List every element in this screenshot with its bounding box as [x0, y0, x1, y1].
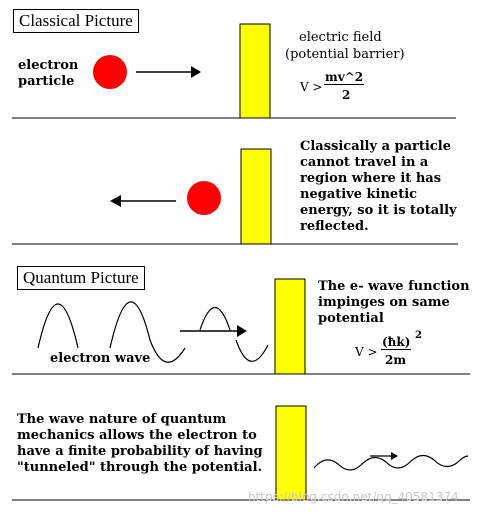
arrow-left-icon [110, 195, 176, 207]
arrow-right-icon [180, 325, 247, 337]
tunneled-wave-curve [313, 454, 469, 471]
formula-quantum-lhs: V > [355, 345, 378, 359]
classical-picture-title: Classical Picture [13, 9, 139, 33]
wave-function-text-line2: impinges on same [318, 295, 450, 310]
formula-classical-numerator: mv^2 [324, 70, 365, 85]
tunnel-text-line2: mechanics allows the electron to [17, 428, 257, 443]
quantum-picture-title: Quantum Picture [17, 266, 145, 290]
arrow-right-icon [370, 452, 398, 460]
reflected-text-line1: Classically a particle [300, 139, 451, 154]
electron-particle-1 [93, 55, 127, 89]
tunnel-text-line3: have a finite probability of having [17, 444, 263, 459]
electron-particle-label-line1: electron [18, 58, 79, 73]
electron-wave-curve [37, 301, 269, 363]
potential-barrier-1 [239, 23, 271, 119]
potential-barrier-3 [274, 278, 306, 375]
electric-field-label-line2: (potential barrier) [285, 47, 405, 62]
reflected-text-line4: negative kinetic [300, 187, 418, 202]
reflected-text-line2: cannot travel in a [300, 155, 429, 170]
wave-function-text-line1: The e- wave function [318, 279, 470, 294]
electric-field-label-line1: electric field [299, 30, 382, 45]
electron-particle-label-line2: particle [18, 74, 75, 89]
potential-barrier-4 [275, 405, 307, 501]
reflected-text-line3: region where it has [300, 171, 442, 186]
formula-quantum-numerator: (ħk) [381, 335, 412, 350]
reflected-text-line6: reflected. [300, 219, 369, 234]
formula-quantum-denominator: 2m [385, 353, 407, 367]
wave-function-text-line3: potential [318, 311, 384, 326]
formula-quantum-exponent: 2 [415, 330, 422, 341]
electron-particle-2 [187, 181, 221, 215]
arrow-right-icon [136, 66, 201, 78]
electron-wave-label: electron wave [50, 351, 151, 366]
tunnel-text-line4: "tunneled" through the potential. [17, 460, 263, 475]
tunnel-text-line1: The wave nature of quantum [17, 412, 227, 427]
reflected-text-line5: energy, so it is totally [300, 203, 457, 218]
formula-classical-lhs: V > [300, 80, 323, 94]
formula-classical-denominator: 2 [342, 88, 351, 102]
watermark: https://blog.csdn.net/qq_40581374 [248, 490, 459, 504]
potential-barrier-2 [240, 148, 272, 245]
